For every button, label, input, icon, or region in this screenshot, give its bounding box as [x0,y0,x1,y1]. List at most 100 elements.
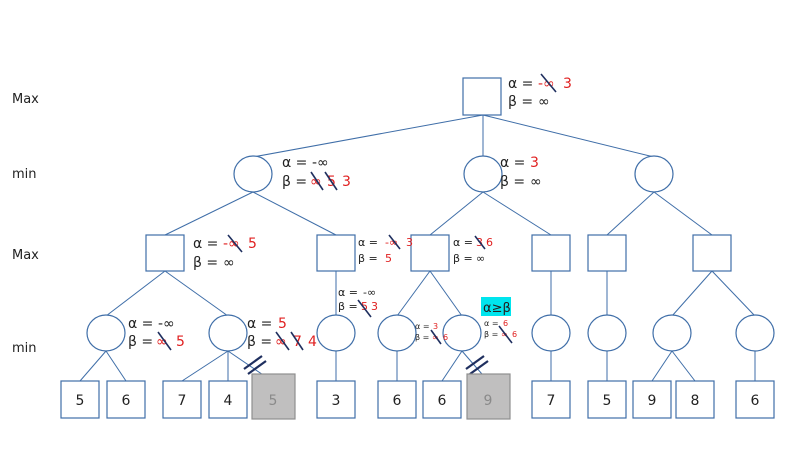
leaf-value-3: 7 [178,393,187,409]
leaf-nodes: 5 6 7 4 5 3 6 6 9 7 5 9 8 6 [60,373,775,420]
alpha-new-value: 6 [486,236,493,249]
leaf-box-11 [587,380,627,419]
leaf-value-7: 6 [393,393,402,409]
alpha-label: α = [508,76,533,92]
beta-label: β = [508,94,533,110]
min-node-ea [587,314,627,352]
beta-value: ∞ [530,174,542,190]
min-ab-annotation: α = 5 β = ∞ 7 4 [247,316,317,351]
min-node-c [634,155,674,193]
alpha-label: α = [453,236,473,249]
row-label-min-1: min [12,167,37,182]
leaf-value-9: 9 [484,393,493,409]
root-annotation: α = -∞ 3 β = ∞ [508,73,572,110]
leaf-value-11: 5 [603,393,612,409]
leaf-value-4: 4 [224,393,233,409]
max-node-c [410,234,450,272]
leaf-value-10: 7 [547,393,556,409]
root-max-node [462,77,502,116]
beta-label: β = [358,252,378,265]
min-aa-annotation: α = -∞ β = ∞ 5 [128,316,185,351]
min-node-ab [208,314,248,352]
leaf-box-7 [377,380,417,419]
beta-new-value: 6 [512,330,517,339]
beta-value: ∞ [223,255,235,271]
leaf-box-14 [735,380,775,419]
alpha-label: α = [358,236,378,249]
row-label-min-2: min [12,341,37,356]
beta-value: ∞ [538,94,550,110]
alpha-label: α = [247,316,272,332]
leaf-box-4 [208,380,248,419]
min-node-cb [442,314,482,352]
beta-old-value: ∞ [432,333,439,342]
leaf-value-5: 5 [269,393,278,409]
leaf-box-10 [531,380,571,419]
alpha-label: α = [338,286,358,299]
beta-new-value: 5 [176,334,185,350]
beta-label: β = [500,174,525,190]
beta-label: β = [484,330,498,339]
max-node-d [531,234,571,272]
row-labels: Max min Max min [12,92,39,356]
row-label-max-1: Max [12,92,39,107]
min-node-aa [86,314,126,352]
leaf-box-8 [422,380,462,419]
cut-condition-label: α≥β [483,301,511,316]
beta-label: β = [282,174,307,190]
alpha-value: -∞ [363,286,376,299]
tree-nodes [86,77,775,352]
beta-new-value: 6 [443,333,448,342]
alpha-old-value: -∞ [385,236,398,249]
alpha-old-value: -∞ [223,236,240,252]
beta-label: β = [338,300,358,313]
cut-condition-highlight [481,297,511,316]
max-node-b [316,234,356,272]
min-node-b [463,155,503,193]
leaf-box-5-pruned [251,373,296,420]
alpha-label: α = [282,155,307,171]
min-node-a [233,155,273,193]
alpha-label: α = [484,319,499,328]
beta-old-value: ∞ [501,330,508,339]
alpha-value: 5 [278,316,287,332]
min-cb-annotation: α≥β α = 6 β = ∞ 6 [481,297,517,344]
alpha-label: α = [128,316,153,332]
beta-label: β = [193,255,218,271]
leaf-box-1 [60,380,100,419]
min-b-annotation: α = 3 β = ∞ [500,155,542,190]
beta-value: ∞ [476,252,485,265]
max-b-annotation: α = -∞ 3 β = 5 [358,234,413,265]
min-a-annotation: α = -∞ β = ∞ 5 3 [282,155,351,191]
alpha-label: α = [500,155,525,171]
min-node-ca [377,314,417,352]
alpha-value: 3 [530,155,539,171]
alpha-label: α = [193,236,218,252]
leaf-value-13: 8 [691,393,700,409]
beta-old-value: ∞ [156,334,168,350]
leaf-value-6: 3 [332,393,341,409]
beta-old-value-1: ∞ [310,174,322,190]
beta-new-value: 3 [342,174,351,190]
leaf-value-12: 9 [648,393,657,409]
max-c-annotation: α = 3 6 β = ∞ [453,235,493,265]
beta-new-value: 4 [308,334,317,350]
alpha-new-value: 3 [563,76,572,92]
max-a-annotation: α = -∞ 5 β = ∞ [193,234,257,271]
alpha-value: 6 [503,319,508,328]
leaf-value-8: 6 [438,393,447,409]
alpha-label: α = [415,322,430,331]
leaf-box-13 [675,380,715,419]
leaf-value-1: 5 [76,393,85,409]
beta-label: β = [128,334,153,350]
leaf-box-12 [632,380,672,419]
leaf-box-3 [162,380,202,419]
alpha-new-value: 5 [248,236,257,252]
beta-label: β = [247,334,272,350]
max-node-f [692,234,732,272]
leaf-box-9-pruned [466,373,511,420]
max-node-e [587,234,627,272]
beta-old-value: 5 [361,300,368,313]
min-node-ba [316,314,356,352]
min-ba-annotation: α = -∞ β = 5 3 [338,286,378,318]
